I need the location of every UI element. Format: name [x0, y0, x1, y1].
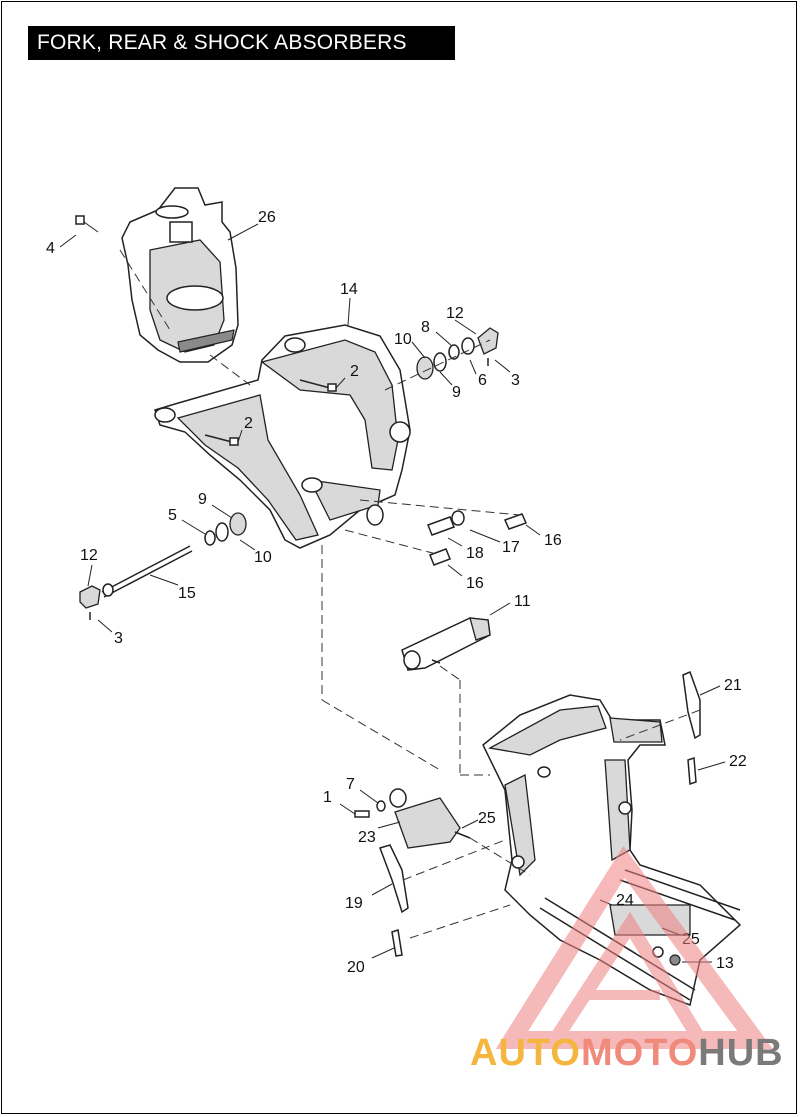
- page-title: FORK, REAR & SHOCK ABSORBERS: [28, 26, 455, 60]
- callout-11: 11: [514, 593, 531, 610]
- callout-21: 21: [724, 677, 742, 694]
- callout-24: 24: [616, 892, 634, 909]
- callout-16: 16: [466, 575, 484, 592]
- callout-6: 6: [478, 372, 487, 389]
- callout-2: 2: [244, 415, 253, 432]
- callout-20: 20: [347, 959, 365, 976]
- watermark-logo: [495, 846, 773, 1049]
- callout-labels: 4 26 14 12 8 10 2 6 3 9 2 9 5 10 12 15 3…: [46, 209, 747, 976]
- callout-14: 14: [340, 281, 358, 298]
- part-23-shock-absorber: [354, 788, 471, 849]
- part-13-nut: [669, 954, 681, 966]
- callout-22: 22: [729, 753, 747, 770]
- callout-10: 10: [254, 549, 272, 566]
- callout-25: 25: [478, 810, 496, 827]
- part-left-hardware: [79, 512, 247, 620]
- watermark-part-hub: HUB: [698, 1032, 784, 1074]
- part-22-cover: [687, 756, 697, 786]
- watermark-part-moto: MOTO: [580, 1032, 699, 1074]
- part-26-fender-cover: [121, 187, 239, 363]
- callout-9: 9: [452, 384, 461, 401]
- callout-10: 10: [394, 331, 412, 348]
- watermark-text: AUTOMOTOHUB: [470, 1032, 784, 1075]
- callout-3: 3: [114, 630, 123, 647]
- callout-12: 12: [446, 305, 464, 322]
- watermark-part-auto: AUTO: [470, 1032, 581, 1074]
- part-14-swingarm: [154, 324, 411, 549]
- part-21-cover: [682, 670, 701, 740]
- callout-4: 4: [46, 240, 55, 257]
- callout-16: 16: [544, 532, 562, 549]
- callout-7: 7: [346, 776, 355, 793]
- callout-2: 2: [350, 363, 359, 380]
- callout-19: 19: [345, 895, 363, 912]
- callout-12: 12: [80, 547, 98, 564]
- callout-15: 15: [178, 585, 196, 602]
- callout-23: 23: [358, 829, 376, 846]
- part-11-crossmember: [401, 617, 491, 671]
- callout-17: 17: [502, 539, 520, 556]
- callout-8: 8: [421, 319, 430, 336]
- part-19-cover: [379, 844, 409, 914]
- part-20-cover: [391, 929, 403, 957]
- callout-1: 1: [323, 789, 332, 806]
- callout-5: 5: [168, 507, 177, 524]
- callout-18: 18: [466, 545, 484, 562]
- callout-9: 9: [198, 491, 207, 508]
- callout-13: 13: [716, 955, 734, 972]
- part-4-bolt: [75, 215, 99, 233]
- callout-26: 26: [258, 209, 276, 226]
- callout-3: 3: [511, 372, 520, 389]
- part-bushings: [427, 510, 528, 566]
